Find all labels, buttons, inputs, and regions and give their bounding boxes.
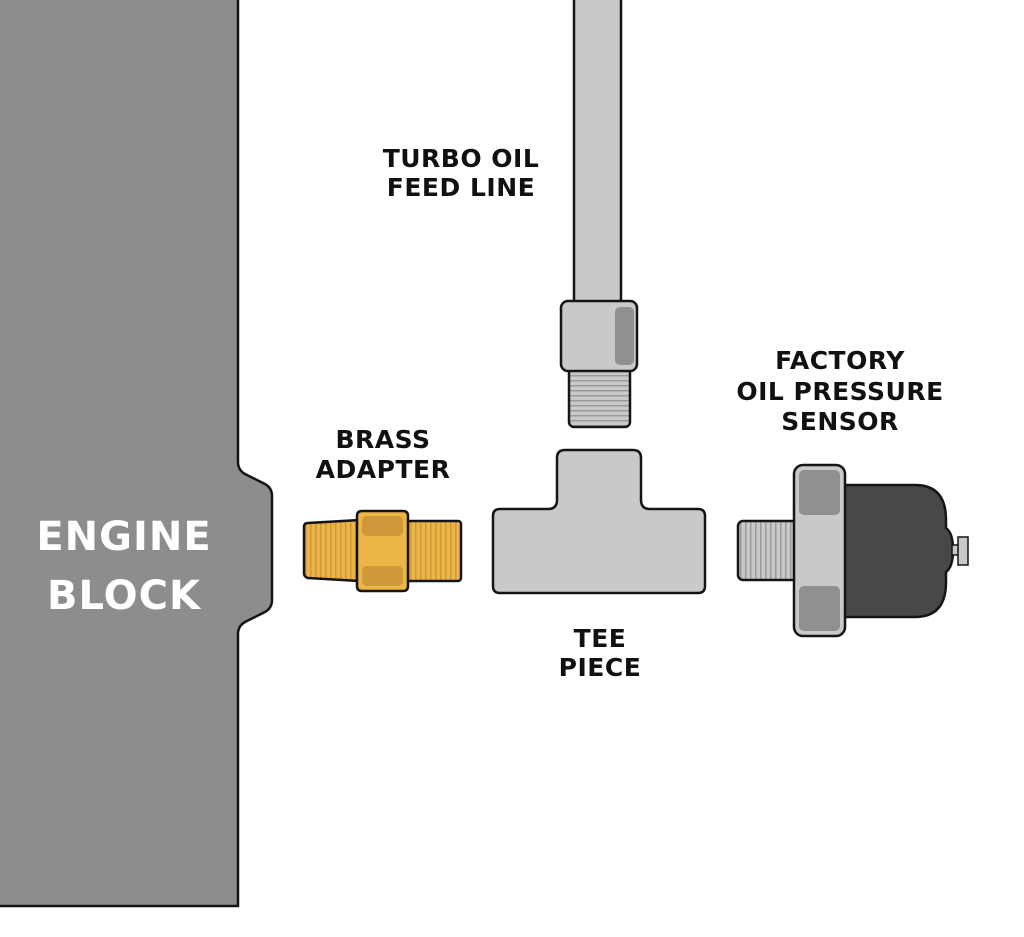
turbo-feed-label-1: TURBO OIL <box>383 144 540 173</box>
sensor-label-2: OIL PRESSURE <box>736 377 943 406</box>
engine-block-label-1: ENGINE <box>36 514 211 560</box>
engine-block-label-2: BLOCK <box>47 573 202 619</box>
turbo-oil-feed-line <box>559 0 639 429</box>
feed-line-thread <box>567 366 632 429</box>
tee-piece-label-2: PIECE <box>559 653 642 682</box>
sensor-label-3: SENSOR <box>781 407 899 436</box>
oil-pressure-sensor <box>736 463 969 638</box>
turbo-feed-label-2: FEED LINE <box>387 173 535 202</box>
tee-piece-label-1: TEE <box>574 624 627 653</box>
engine-block <box>0 0 274 908</box>
tee-piece <box>491 448 707 595</box>
brass-adapter-label-2: ADAPTER <box>316 455 451 484</box>
brass-adapter <box>302 509 463 593</box>
sensor-label-1: FACTORY <box>775 346 905 375</box>
brass-adapter-label-1: BRASS <box>335 425 430 454</box>
sensor-terminal-icon <box>957 536 969 566</box>
